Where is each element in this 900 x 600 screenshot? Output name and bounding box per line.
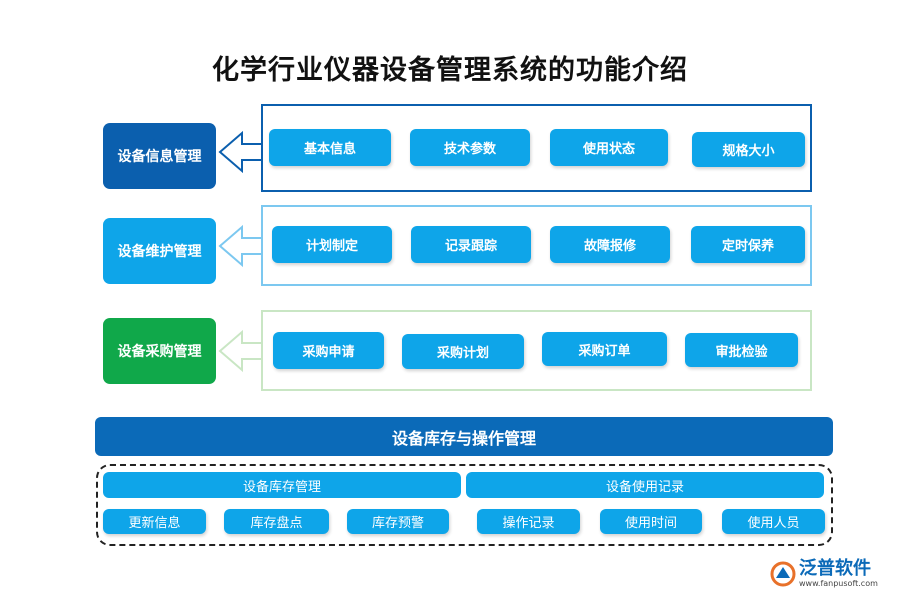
brand-name: 泛普软件	[799, 558, 871, 579]
item-fault-report: 故障报修	[550, 226, 670, 263]
item-stock-warning: 库存预警	[347, 509, 449, 534]
item-operation-record: 操作记录	[477, 509, 580, 534]
item-purchase-order: 采购订单	[542, 332, 667, 366]
brand-logo: 泛普软件 www.fanpusoft.com	[770, 554, 895, 594]
category-equipment-maintenance: 设备维护管理	[103, 218, 216, 284]
brand-url: www.fanpusoft.com	[799, 579, 878, 588]
item-usage-status: 使用状态	[550, 129, 668, 166]
diagram-title: 化学行业仪器设备管理系统的功能介绍	[212, 55, 688, 86]
arrow-left-icon	[218, 130, 265, 174]
item-purchase-request: 采购申请	[273, 332, 384, 369]
item-basic-info: 基本信息	[269, 129, 391, 166]
item-technical-params: 技术参数	[410, 129, 530, 166]
item-usage-time: 使用时间	[600, 509, 702, 534]
item-stock-count: 库存盘点	[224, 509, 329, 534]
item-user: 使用人员	[722, 509, 825, 534]
subheader-inventory-management: 设备库存管理	[103, 472, 461, 498]
inventory-header-bar: 设备库存与操作管理	[95, 417, 833, 456]
category-equipment-info: 设备信息管理	[103, 123, 216, 189]
arrow-left-icon	[218, 329, 265, 373]
item-purchase-plan: 采购计划	[402, 334, 524, 369]
arrow-left-icon	[218, 224, 265, 268]
subheader-usage-records: 设备使用记录	[466, 472, 824, 498]
fanpu-logo-icon	[770, 561, 796, 587]
item-scheduled-maintenance: 定时保养	[691, 226, 805, 263]
inventory-dashed-container	[96, 464, 833, 546]
category-equipment-procurement: 设备采购管理	[103, 318, 216, 384]
item-plan-formulation: 计划制定	[272, 226, 392, 263]
item-spec-size: 规格大小	[692, 132, 805, 167]
item-approval-inspection: 审批检验	[685, 333, 798, 367]
item-record-tracking: 记录跟踪	[411, 226, 531, 263]
item-update-info: 更新信息	[103, 509, 206, 534]
